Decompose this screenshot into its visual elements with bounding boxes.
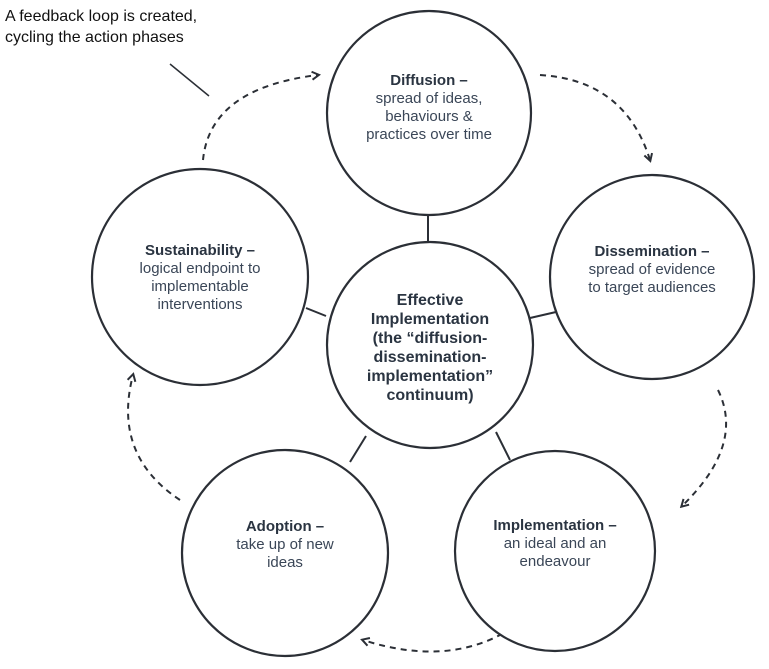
diffusion-title: Diffusion – bbox=[390, 72, 468, 89]
circle-sustainability bbox=[90, 167, 310, 387]
sustainability-line-1: logical endpoint to bbox=[139, 260, 261, 277]
loop-arrow-dissemination-to-implementation bbox=[682, 389, 727, 506]
sustainability-title: Sustainability – bbox=[144, 242, 256, 259]
implementation-line-2: endeavour bbox=[519, 553, 591, 570]
diffusion-text: Diffusion – spread of ideas, behaviours … bbox=[339, 72, 519, 144]
adoption-line-1: take up of new bbox=[236, 536, 334, 553]
feedback-loop-note: A feedback loop is created, cycling the … bbox=[5, 6, 197, 48]
spoke-dissemination bbox=[529, 311, 557, 319]
dissemination-line-2: to target audiences bbox=[588, 279, 716, 296]
loop-arrow-diffusion-to-dissemination bbox=[539, 74, 650, 160]
diffusion-line-1: spread of ideas, bbox=[375, 90, 483, 107]
spoke-sustainability bbox=[305, 307, 327, 317]
sustainability-line-3: interventions bbox=[157, 296, 243, 313]
adoption-line-2: ideas bbox=[267, 554, 303, 571]
spoke-adoption bbox=[349, 435, 367, 463]
circle-adoption bbox=[180, 448, 390, 658]
circle-center bbox=[325, 240, 535, 450]
sustainability-line-2: implementable bbox=[151, 278, 249, 295]
loop-arrow-implementation-to-adoption bbox=[363, 627, 513, 653]
note-pointer-line bbox=[169, 63, 210, 97]
center-line-4: dissemination- bbox=[373, 349, 487, 366]
circle-diffusion bbox=[325, 9, 533, 217]
center-text: Effective Implementation (the “diffusion… bbox=[340, 291, 520, 405]
implementation-title: Implementation – bbox=[493, 517, 617, 534]
dissemination-title: Dissemination – bbox=[594, 243, 710, 260]
center-line-1: Effective bbox=[396, 292, 464, 309]
dissemination-line-1: spread of evidence bbox=[588, 261, 716, 278]
spoke-implementation bbox=[495, 431, 511, 461]
center-line-5: implementation” bbox=[366, 368, 494, 385]
circle-dissemination bbox=[548, 173, 756, 381]
sustainability-text: Sustainability – logical endpoint to imp… bbox=[110, 242, 290, 314]
center-line-2: Implementation bbox=[370, 311, 490, 328]
adoption-text: Adoption – take up of new ideas bbox=[195, 518, 375, 572]
circle-implementation bbox=[453, 449, 657, 653]
center-line-3: (the “diffusion- bbox=[372, 330, 488, 347]
note-line-1: A feedback loop is created, bbox=[5, 8, 198, 25]
implementation-line-1: an ideal and an bbox=[503, 535, 607, 552]
diffusion-line-3: practices over time bbox=[366, 126, 492, 143]
loop-arrow-adoption-to-sustainability bbox=[128, 375, 181, 501]
adoption-title: Adoption – bbox=[245, 518, 325, 535]
note-line-2: cycling the action phases bbox=[5, 29, 184, 46]
dissemination-text: Dissemination – spread of evidence to ta… bbox=[562, 243, 742, 297]
loop-arrow-sustainability-to-diffusion bbox=[202, 75, 318, 161]
center-line-6: continuum) bbox=[386, 387, 474, 404]
implementation-text: Implementation – an ideal and an endeavo… bbox=[465, 517, 645, 571]
diffusion-line-2: behaviours & bbox=[385, 108, 473, 125]
